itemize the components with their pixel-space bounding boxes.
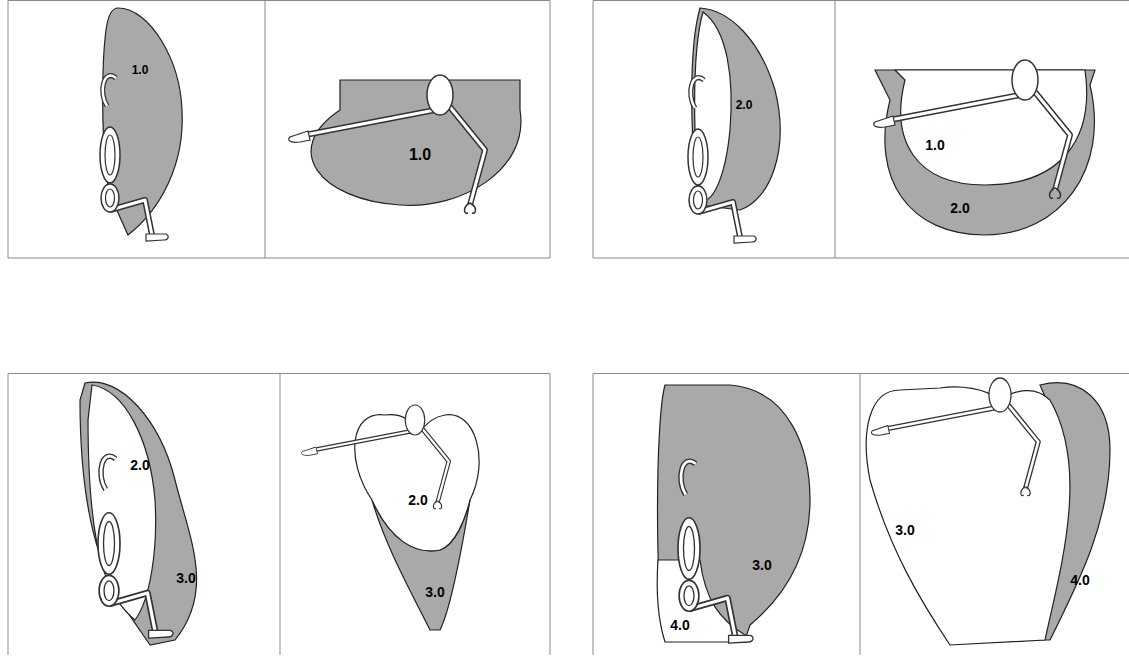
zone-number: 4.0 [1070, 573, 1089, 587]
zone-number: 2.0 [950, 201, 969, 215]
reach-zone [875, 70, 1095, 235]
reach-zone [895, 70, 1087, 185]
seated-figure [98, 456, 173, 638]
seated-figure [100, 76, 168, 241]
reach-zone [88, 385, 156, 620]
zone-number: 3.0 [895, 523, 914, 537]
seated-figure [289, 75, 485, 213]
zone-number: 1.0 [132, 64, 149, 76]
zone-number: 2.0 [408, 493, 427, 507]
reach-zone [692, 8, 780, 210]
zone-number: 3.0 [176, 571, 195, 585]
seated-figure [688, 78, 756, 243]
reach-zone [311, 80, 521, 205]
seated-figure [678, 461, 753, 643]
zone-number: 4.0 [670, 618, 689, 632]
seated-figure [871, 378, 1038, 496]
zone-number: 1.0 [925, 138, 944, 152]
zone-number: 3.0 [425, 585, 444, 599]
zone-number: 1.0 [409, 147, 431, 163]
zone-number: 2.0 [736, 99, 753, 111]
reach-zone [80, 382, 197, 645]
seated-figure [874, 60, 1070, 198]
zone-number: 2.0 [130, 458, 149, 472]
seated-figure [302, 405, 449, 509]
zone-number: 3.0 [752, 558, 771, 572]
panel-frame [8, 0, 1129, 655]
